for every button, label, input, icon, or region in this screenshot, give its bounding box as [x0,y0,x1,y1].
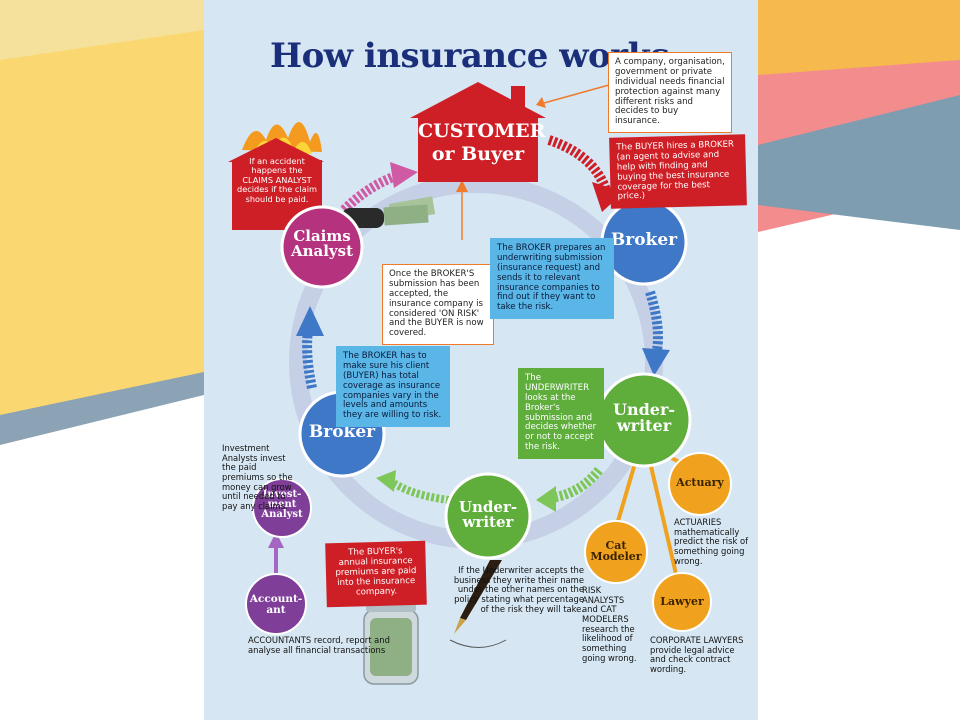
invest-line2: ment [267,499,297,510]
actuary-label: Actuary [676,476,724,489]
invest-line1: Invest- [262,489,302,500]
on-risk-connector-head [456,180,468,192]
customer-note: A company, organisation, government or p… [608,52,732,134]
cat-modeler-label: Cat Modeler [585,540,647,562]
arrow-head-uw-broker [376,470,396,492]
arrow-customer-to-broker [547,135,611,192]
arrow-head-accountant [268,532,284,548]
fountain-pen-image [449,560,507,648]
customer-house [410,82,546,182]
arrow-head-claims [390,162,418,188]
broker-coverage-note: The BROKER has to make sure his client (… [336,346,450,428]
underwriter-looks-note: The UNDERWRITER looks at the Broker's su… [518,368,604,459]
accountant-label: Account- ant [246,594,306,615]
cat-line2: Modeler [590,550,642,563]
accountant-circle [245,573,307,635]
uw-right-line2: writer [616,416,672,435]
invest-line3: Analyst [261,509,303,520]
arrow-broker-to-claims [302,324,317,390]
on-risk-note: Once the BROKER'S submission has been ac… [382,264,494,346]
page-title: How insurance works [270,36,670,76]
claims-label-line2: Analyst [290,242,354,260]
claims-label-line1: Claims [293,227,351,245]
underwriter-right-label: Under- writer [598,402,690,434]
buyer-hires-note: The BUYER hires a BROKER (an agent to ad… [609,134,747,210]
investment-analyst-label: Invest- ment Analyst [254,490,310,520]
uw-bottom-line2: writer [462,513,514,531]
underwriter-bottom-label: Under- writer [444,500,532,530]
actuary-circle [668,452,732,516]
risk-analysts-note: RISK ANALYSTS and CAT MODELERS research … [582,585,637,663]
lawyer-circle [652,572,712,632]
infographic-poster: How insurance works CUSTOMER or Buyer Br… [204,0,758,720]
accountant-line2: ant [266,603,286,616]
cat-line1: Cat [605,539,627,552]
arrow-underwriter-to-underwriter [548,466,603,503]
claims-analyst-circle [280,205,364,289]
underwriter-accepts-note: If the Underwriter accepts the business … [453,565,584,614]
broker-prepares-note: The BROKER prepares an underwriting subm… [490,238,614,320]
diagram-graphics [228,82,732,685]
arrow-claims-to-customer [340,170,401,214]
customer-label-line1: CUSTOMER [418,120,546,142]
premiums-note: The BUYER's annual insurance premiums ar… [325,540,427,608]
uw-bottom-line1: Under- [458,498,518,516]
claims-note: If an accident happens the CLAIMS ANALYS… [237,156,317,204]
right-top-band [758,0,960,75]
customer-label-line2: or Buyer [431,143,525,165]
lawyers-note: CORPORATE LAWYERS provide legal advice a… [650,635,744,674]
broker-right-label: Broker [610,230,678,250]
accountants-note: ACCOUNTANTS record, report and analyse a… [248,635,390,655]
arrow-underwriter-to-broker [386,476,450,504]
arrow-head-broker [642,348,670,376]
actuaries-note: ACTUARIES mathematically predict the ris… [674,517,749,566]
left-gray-band [0,372,204,445]
line-uw-lawyer [648,461,678,575]
uw-right-line1: Under- [612,400,676,419]
broker-left-label: Broker [308,422,376,442]
right-gray-shape [758,95,960,230]
claims-analyst-label: Claims Analyst [282,229,362,259]
investment-analyst-circle [252,478,312,538]
left-top-band [0,0,204,60]
lawyer-label: Lawyer [660,595,704,608]
customer-note-connector-head [536,97,546,108]
accountant-line1: Account- [249,593,303,605]
arrow-head-underwriter [536,486,556,512]
underwriter-bottom-circle [444,472,532,560]
arrow-broker-to-underwriter [645,290,663,357]
left-yellow-shape [0,0,204,445]
customer-label: CUSTOMER or Buyer [418,120,546,165]
customer-note-connector [543,84,610,104]
cat-modeler-circle [584,520,648,584]
line-uw-cat [614,459,638,529]
arrow-head-broker-up [296,306,324,336]
investment-note: Investment Analysts invest the paid prem… [222,443,293,511]
